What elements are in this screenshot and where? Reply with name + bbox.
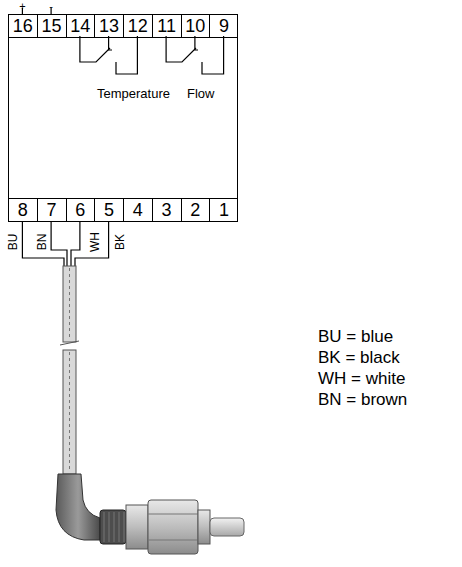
terminal-cell: 15 [38, 15, 67, 37]
legend-entry: BN = brown [318, 391, 407, 408]
legend-entry: BK = black [318, 349, 400, 366]
terminal-cell: 9 [210, 15, 239, 37]
relay-label: Temperature [97, 87, 170, 100]
terminal-number: 3 [162, 201, 172, 219]
flow-sensor [126, 500, 244, 554]
terminal-cell: 2 [182, 199, 211, 221]
wire-color-code: WH [89, 232, 101, 252]
wire-color-code: BN [36, 234, 48, 251]
supply-sign: - [49, 1, 53, 12]
relay-label: Flow [187, 87, 214, 100]
terminal-cell: 11 [153, 15, 182, 37]
terminal-cell: 10 [182, 15, 211, 37]
legend-entry: BU = blue [318, 328, 393, 345]
terminal-number: 7 [47, 201, 57, 219]
cable [60, 266, 79, 474]
terminal-number: 10 [185, 17, 205, 35]
supply-sign: + [19, 1, 25, 12]
terminal-cell: 1 [210, 199, 239, 221]
terminal-number: 14 [70, 17, 90, 35]
wire-color-code: BU [7, 234, 19, 251]
terminal-cell: 4 [124, 199, 153, 221]
terminal-number: 2 [190, 201, 200, 219]
terminal-cell: 8 [9, 199, 38, 221]
cable-wires [22, 222, 108, 266]
terminal-number: 9 [219, 17, 229, 35]
terminal-number: 1 [219, 201, 229, 219]
terminal-cell: 13 [95, 15, 124, 37]
terminal-number: 16 [13, 17, 33, 35]
terminal-cell: 3 [153, 199, 182, 221]
terminal-number: 15 [42, 17, 62, 35]
terminal-number: 6 [75, 201, 85, 219]
terminal-number: 4 [133, 201, 143, 219]
terminal-cell: 12 [124, 15, 153, 37]
relay-contact [166, 36, 224, 74]
relay-contact [80, 36, 137, 74]
terminal-cell: 5 [95, 199, 124, 221]
terminal-cell: 14 [67, 15, 96, 37]
terminal-cell: 7 [38, 199, 67, 221]
terminal-strip-line [9, 37, 237, 38]
terminal-number: 12 [128, 17, 148, 35]
terminal-number: 8 [18, 201, 28, 219]
terminal-number: 13 [99, 17, 119, 35]
device-housing: 16151413121110987654321TemperatureFlow [8, 14, 238, 222]
terminal-number: 11 [157, 17, 176, 35]
legend-entry: WH = white [318, 370, 405, 387]
terminal-cell: 6 [67, 199, 96, 221]
terminal-cell: 16 [9, 15, 38, 37]
terminal-number: 5 [104, 201, 114, 219]
angled-plug [56, 474, 126, 544]
wire-color-code: BK [114, 234, 126, 250]
